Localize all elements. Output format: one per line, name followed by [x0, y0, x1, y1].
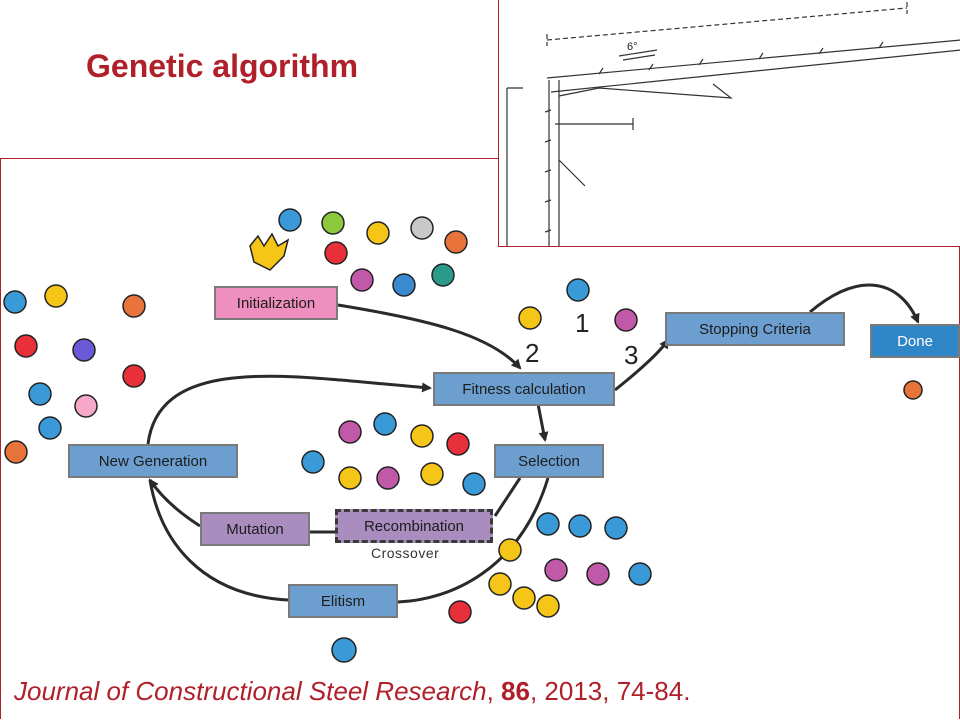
- creature-icon: [38, 416, 62, 440]
- creature-icon: [44, 284, 68, 308]
- creature-population-right: [448, 512, 652, 624]
- creature-icon: [122, 294, 146, 318]
- creature-icon: [604, 516, 628, 540]
- creature-icon: [431, 263, 455, 287]
- creature-icon: [544, 558, 568, 582]
- creature-icon: [338, 420, 362, 444]
- creature-icon: [324, 241, 348, 265]
- arrow-newgen-to-fitness: [146, 374, 432, 445]
- creature-icon: [74, 394, 98, 418]
- creature-population-ranked: [518, 278, 638, 332]
- creature-icon: [331, 637, 357, 663]
- creature-icon: [448, 600, 472, 624]
- mutation-box: Mutation: [200, 512, 310, 546]
- elitism-box: Elitism: [288, 584, 398, 618]
- creature-icon: [444, 230, 468, 254]
- rank-label-3: 3: [624, 340, 639, 370]
- creature-icon: [488, 572, 512, 596]
- creature-population-top: [249, 208, 468, 297]
- citation: Journal of Constructional Steel Research…: [14, 676, 690, 707]
- creature-icon: [392, 273, 416, 297]
- creature-icon: [321, 211, 345, 235]
- creature-icon: [122, 364, 146, 388]
- fitness-calculation-box: Fitness calculation: [433, 372, 615, 406]
- initialization-box: Initialization: [214, 286, 338, 320]
- recombination-box: Recombination: [335, 509, 493, 543]
- creature-icon: [373, 412, 397, 436]
- crossover-label: Crossover: [371, 545, 440, 561]
- citation-separator: ,: [486, 676, 502, 706]
- structural-drawing-inset: 6°: [498, 0, 960, 247]
- creature-icon: [536, 594, 560, 618]
- creature-icon: [498, 538, 522, 562]
- creature-icon: [568, 514, 592, 538]
- arrow-init-to-fitness: [337, 303, 522, 370]
- stopping-criteria-box: Stopping Criteria: [665, 312, 845, 346]
- creature-icon: [903, 380, 923, 400]
- arrow-fitness-to-selection: [536, 403, 549, 442]
- creature-icon: [366, 221, 390, 245]
- creature-population-middle: [301, 412, 486, 496]
- creature-icon: [376, 466, 400, 490]
- selection-box: Selection: [494, 444, 604, 478]
- creature-icon: [628, 562, 652, 586]
- arrow-selection-to-recombination: [493, 477, 522, 517]
- creature-elite: [331, 380, 923, 663]
- arrow-fitness-to-stopping: [614, 338, 670, 392]
- creature-icon: [420, 462, 444, 486]
- creature-icon: [462, 472, 486, 496]
- rank-label-2: 2: [525, 338, 540, 368]
- arrow-elitism-to-newgen: [148, 479, 289, 602]
- creature-icon: [4, 440, 28, 464]
- creature-icon: [410, 216, 434, 240]
- creature-icon: [278, 208, 302, 232]
- creature-icon: [3, 290, 27, 314]
- creature-population-left: [3, 284, 146, 464]
- creature-icon: [72, 338, 96, 362]
- citation-volume: 86: [501, 676, 530, 706]
- creature-icon: [536, 512, 560, 536]
- creature-icon: [614, 308, 638, 332]
- creature-icon: [410, 424, 434, 448]
- slide-title: Genetic algorithm: [86, 48, 359, 84]
- creature-icon: [566, 278, 590, 302]
- creature-icon: [518, 306, 542, 330]
- arrow-selection-to-elitism: [397, 477, 550, 604]
- creature-icon: [350, 268, 374, 292]
- angle-label: 6°: [627, 41, 638, 53]
- arrow-mutation-to-newgen: [148, 478, 201, 528]
- creature-icon: [14, 334, 38, 358]
- citation-journal: Journal of Constructional Steel Research: [14, 676, 487, 706]
- creature-icon: [338, 466, 362, 490]
- citation-details: , 2013, 74-84.: [529, 676, 691, 706]
- arrow-stopping-to-done: [809, 283, 920, 324]
- creature-icon: [249, 232, 290, 271]
- creature-icon: [512, 586, 536, 610]
- new-generation-box: New Generation: [68, 444, 238, 478]
- creature-icon: [301, 450, 325, 474]
- done-box: Done: [870, 324, 960, 358]
- rank-label-1: 1: [575, 308, 590, 338]
- creature-icon: [446, 432, 470, 456]
- portal-frame-drawing: 6°: [506, 2, 960, 246]
- creature-icon: [28, 382, 52, 406]
- creature-icon: [586, 562, 610, 586]
